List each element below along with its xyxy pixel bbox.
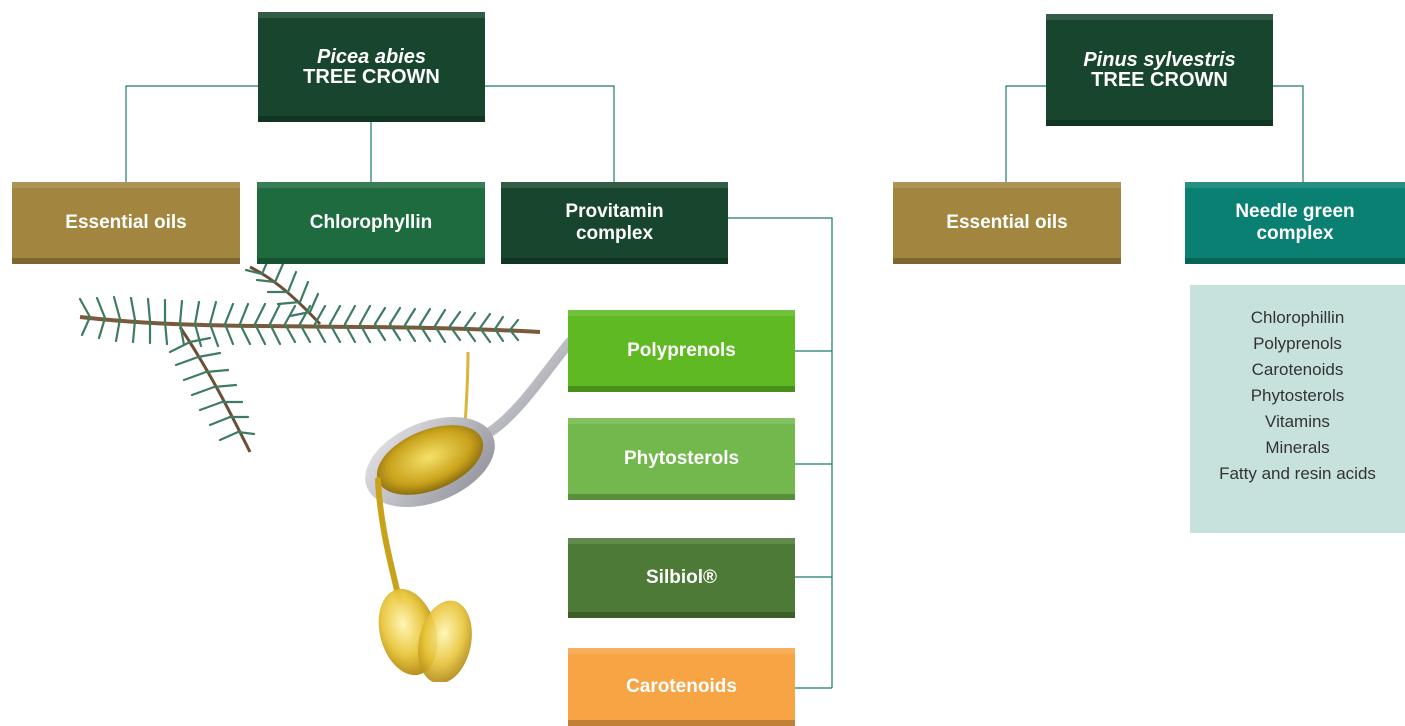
polyprenols-label: Polyprenols [627,340,736,361]
needle-green-complex-label: Needle green complex [1235,201,1355,244]
chlorophyllin-label: Chlorophyllin [309,212,433,233]
picea-abies-species-label: Picea abies [317,46,426,68]
content-item: Chlorophillin [1250,308,1345,327]
carotenoids-label: Carotenoids [626,676,737,697]
connector-provitamin-bus [728,217,833,688]
connector-essential-oils-left [125,85,258,182]
picea-abies-crown-label: TREE CROWN [303,66,440,88]
pinus-sylvestris-species-label: Pinus sylvestris [1083,49,1236,71]
silbiol-label: Silbiol® [646,567,717,588]
provitamin-complex-node: Provitamin complex [501,182,728,264]
connector-needle-green [1273,85,1304,182]
pinus-sylvestris-crown-label: TREE CROWN [1091,69,1228,91]
carotenoids-node: Carotenoids [568,648,795,726]
pinus-sylvestris-crown-node: Pinus sylvestris TREE CROWN [1046,14,1273,126]
phytosterols-node: Phytosterols [568,418,795,500]
phytosterols-label: Phytosterols [623,448,740,469]
right-essential-oils-label: Essential oils [946,212,1068,233]
content-item: Phytosterols [1250,386,1345,405]
needle-green-complex-node: Needle green complex [1185,182,1405,264]
content-item: Polyprenols [1253,334,1342,353]
left-essential-oils-label: Essential oils [65,212,187,233]
connector-essential-oils-right [1005,85,1046,182]
silbiol-node: Silbiol® [568,538,795,618]
picea-abies-crown-node: Picea abies TREE CROWN [258,12,485,122]
content-item: Fatty and resin acids [1219,464,1376,483]
content-item: Carotenoids [1251,360,1344,379]
connector-provitamin [485,85,615,182]
left-essential-oils-node: Essential oils [12,182,240,264]
right-essential-oils-node: Essential oils [893,182,1121,264]
content-item: Vitamins [1265,412,1330,431]
chlorophyllin-node: Chlorophyllin [257,182,485,264]
needle-green-contents-panel: Chlorophillin Polyprenols Carotenoids Ph… [1190,285,1405,533]
polyprenols-node: Polyprenols [568,310,795,392]
provitamin-complex-label: Provitamin complex [565,201,664,244]
content-item: Minerals [1265,438,1330,457]
spruce-oil-illustration [78,262,575,682]
